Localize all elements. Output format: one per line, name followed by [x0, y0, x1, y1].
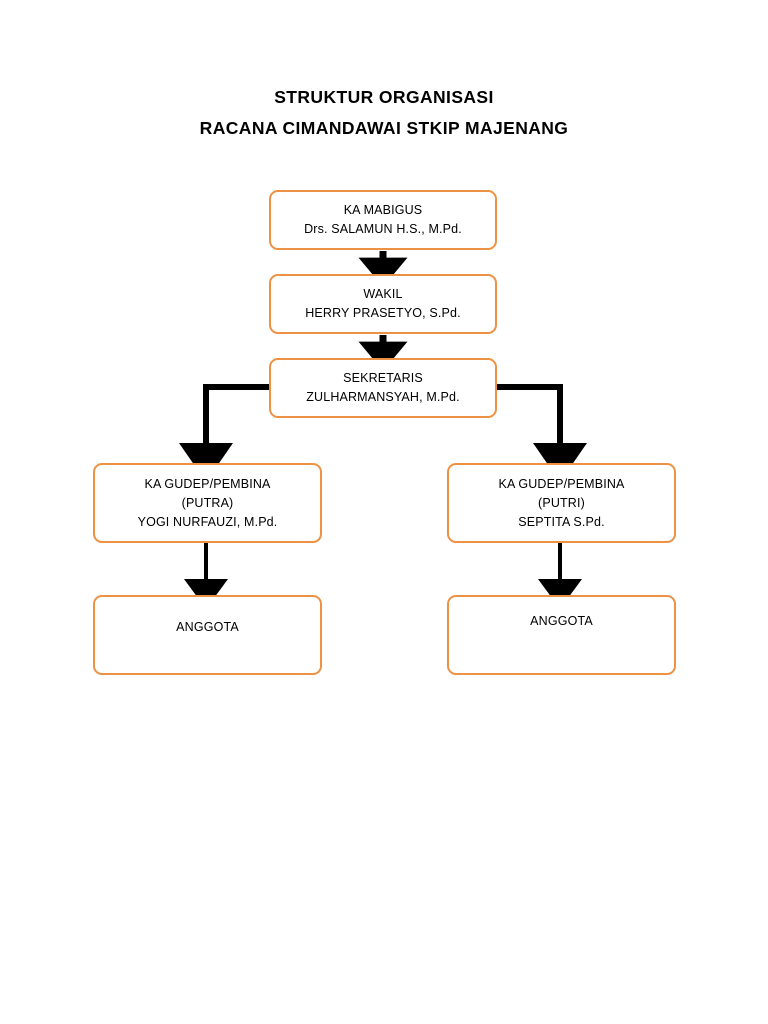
org-node-anggota-putra[interactable]: ANGGOTA	[93, 595, 322, 675]
org-node-wakil[interactable]: WAKIL HERRY PRASETYO, S.Pd.	[269, 274, 497, 334]
org-node-ka-mabigus[interactable]: KA MABIGUS Drs. SALAMUN H.S., M.Pd.	[269, 190, 497, 250]
org-node-person: YOGI NURFAUZI, M.Pd.	[137, 514, 278, 529]
title-line-2: RACANA CIMANDAWAI STKIP MAJENANG	[199, 118, 569, 138]
edge-sekretaris-to-gudep-putri	[497, 384, 587, 482]
org-node-person: HERRY PRASETYO, S.Pd.	[305, 306, 461, 320]
title-line-1: STRUKTUR ORGANISASI	[274, 87, 494, 107]
org-node-sekretaris[interactable]: SEKRETARIS ZULHARMANSYAH, M.Pd.	[269, 358, 497, 418]
org-node-role: KA MABIGUS	[343, 203, 423, 217]
edge-sekretaris-to-gudep-putra	[179, 384, 269, 482]
org-node-role: ANGGOTA	[530, 614, 593, 628]
org-node-person: ZULHARMANSYAH, M.Pd.	[306, 390, 460, 404]
org-node-qualifier: (PUTRI)	[538, 495, 585, 510]
page-title: STRUKTUR ORGANISASI RACANA CIMANDAWAI ST…	[0, 82, 768, 144]
org-node-qualifier: (PUTRA)	[181, 495, 234, 510]
org-node-anggota-putri[interactable]: ANGGOTA	[447, 595, 676, 675]
org-node-ka-gudep-pembina-putra[interactable]: KA GUDEP/PEMBINA (PUTRA) YOGI NURFAUZI, …	[93, 463, 322, 543]
org-node-role: SEKRETARIS	[343, 371, 423, 385]
org-node-role: WAKIL	[363, 287, 403, 301]
org-node-person: Drs. SALAMUN H.S., M.Pd.	[304, 222, 462, 236]
org-node-role: KA GUDEP/PEMBINA	[498, 476, 625, 491]
org-node-role: ANGGOTA	[176, 620, 239, 634]
org-node-person: SEPTITA S.Pd.	[518, 514, 605, 529]
org-node-role: KA GUDEP/PEMBINA	[144, 476, 271, 491]
org-node-ka-gudep-pembina-putri[interactable]: KA GUDEP/PEMBINA (PUTRI) SEPTITA S.Pd.	[447, 463, 676, 543]
